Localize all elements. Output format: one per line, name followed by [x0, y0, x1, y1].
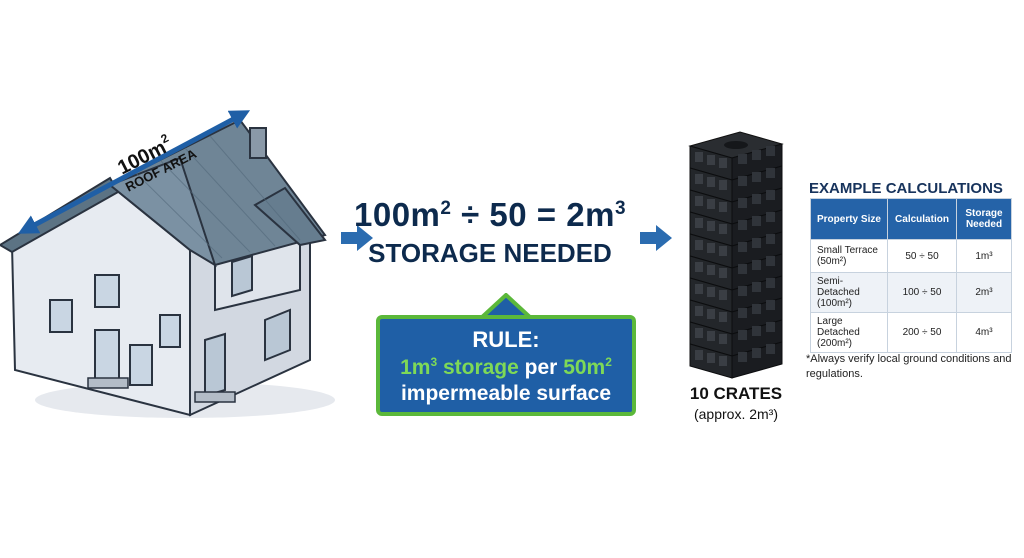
cell-calc: 100 ÷ 50: [887, 272, 957, 313]
formula-mid: ÷ 50 = 2m: [451, 196, 615, 233]
rule-title: RULE:: [472, 327, 540, 352]
formula-left-sup: 2: [440, 198, 452, 219]
cell-property: Large Detached (200m²): [810, 312, 888, 353]
calculations-title: EXAMPLE CALCULATIONS: [809, 180, 1003, 197]
table-row: Semi-Detached (100m²) 100 ÷ 50 2m³: [810, 272, 1012, 313]
crate-stack-illustration: [688, 131, 784, 379]
crate-layer: [689, 319, 783, 357]
cell-calc: 200 ÷ 50: [887, 312, 957, 353]
table-header-row: Property Size Calculation Storage Needed: [810, 198, 1012, 240]
crate-layer: [689, 297, 783, 335]
rule-line-ratio: 1m3 storage per 50m2: [380, 355, 632, 380]
rule-storage-volume: 1m: [400, 356, 431, 379]
crate-layer: [689, 275, 783, 313]
cell-storage: 2m³: [956, 272, 1012, 313]
rule-box: RULE: 1m3 storage per 50m2 impermeable s…: [376, 315, 636, 416]
dimension-arrow-icon: [17, 110, 251, 234]
cell-property: Semi-Detached (100m²): [810, 272, 888, 313]
right-arrow-icon: [640, 225, 672, 251]
crates-approx: (approx. 2m³): [693, 406, 779, 422]
header-property: Property Size: [810, 198, 888, 240]
formula-right-sup: 3: [614, 198, 627, 219]
cell-property: Small Terrace (50m²): [810, 239, 888, 273]
right-arrow-icon: [341, 225, 373, 251]
cell-storage: 4m³: [956, 312, 1012, 353]
crate-layer: [689, 187, 783, 225]
crates-count: 10 CRATES: [689, 384, 783, 403]
crate-layer: [689, 143, 783, 181]
verification-note: *Always verify local ground conditions a…: [806, 353, 1012, 380]
formula-left: 100m: [353, 196, 441, 233]
rule-storage-volume-sup: 3: [430, 355, 438, 369]
storage-needed-caption: STORAGE NEEDED: [368, 238, 612, 268]
rule-pointer: [477, 293, 535, 319]
crate-layer: [689, 253, 783, 291]
cell-storage: 1m³: [956, 239, 1012, 273]
formula-equation: 100m2 ÷ 50 = 2m3: [352, 196, 628, 234]
header-storage: Storage Needed: [956, 198, 1012, 240]
table-row: Small Terrace (50m²) 50 ÷ 50 1m³: [810, 239, 1012, 273]
rule-surface: impermeable surface: [400, 382, 612, 405]
table-row: Large Detached (200m²) 200 ÷ 50 4m³: [810, 312, 1012, 353]
rule-storage-word: storage: [437, 356, 519, 379]
storage-formula: 100m2 ÷ 50 = 2m3 STORAGE NEEDED: [352, 196, 628, 269]
roof-area-label: 100m2 ROOF AREA: [114, 131, 199, 195]
calculations-table: Property Size Calculation Storage Needed…: [810, 198, 1012, 353]
cell-calc: 50 ÷ 50: [887, 239, 957, 273]
crate-layer: [689, 341, 783, 379]
header-calculation: Calculation: [887, 198, 957, 240]
rule-per-word: per: [518, 356, 564, 379]
rule-area-sup: 2: [605, 355, 612, 369]
crates-label: 10 CRATES (approx. 2m³): [676, 384, 796, 422]
rule-area: 50m: [563, 356, 606, 379]
